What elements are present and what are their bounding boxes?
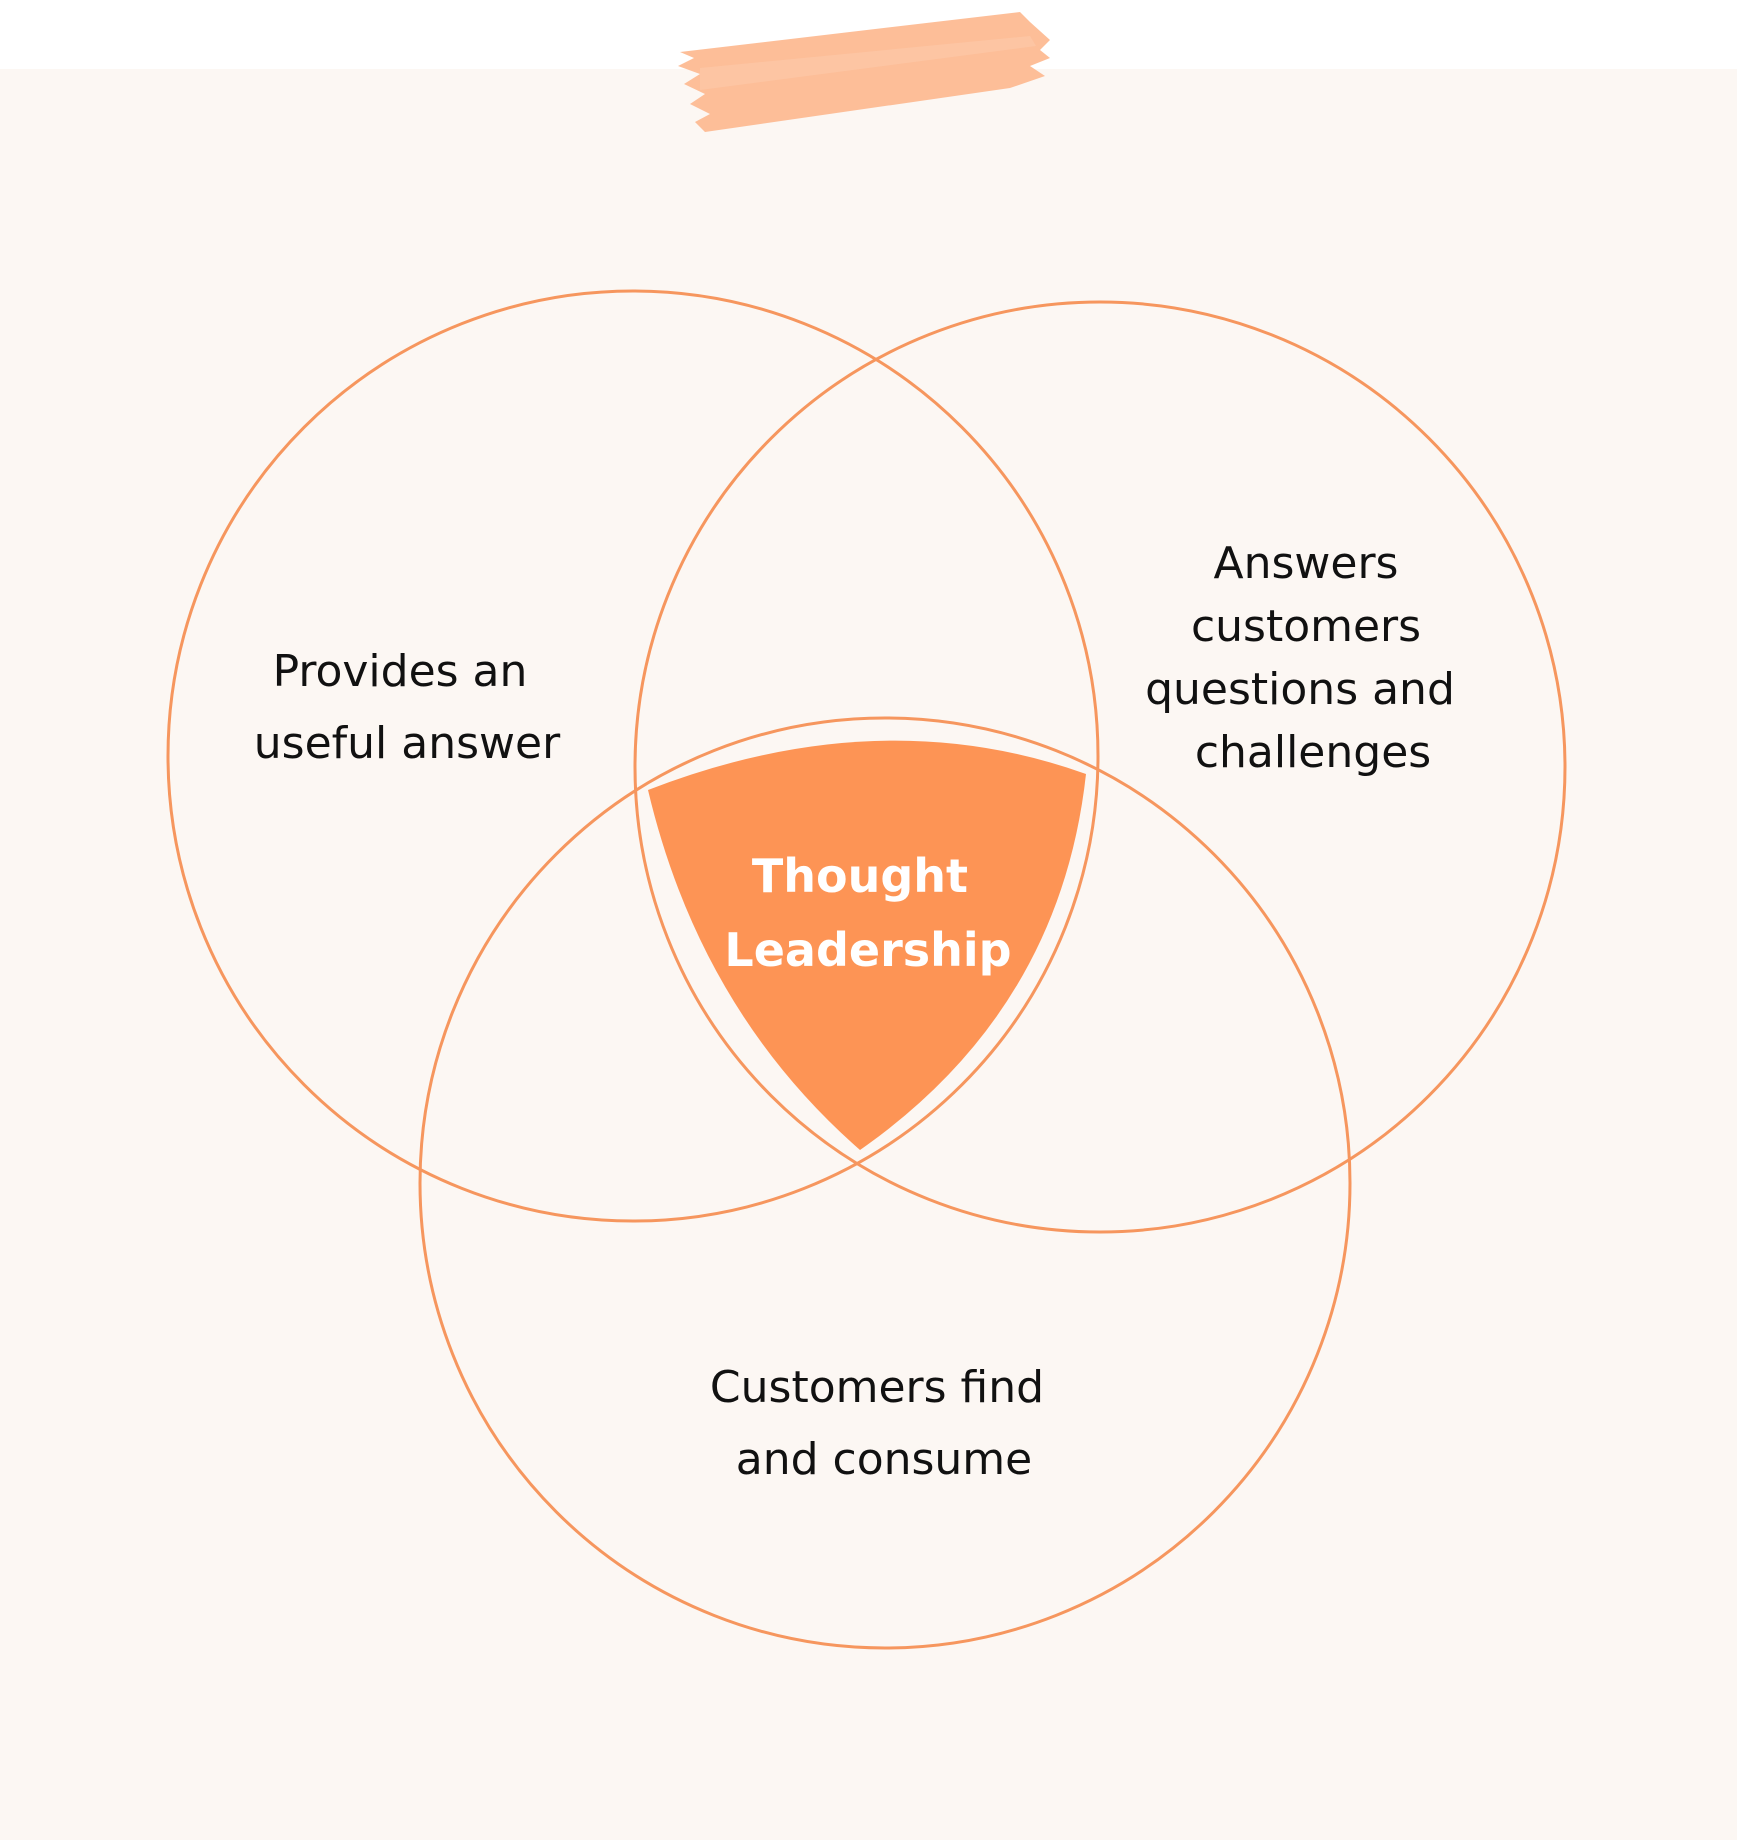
- circle-right: [633, 300, 1567, 1234]
- circle-bottom: [418, 716, 1352, 1650]
- circle-left: [166, 289, 1100, 1223]
- brush-stroke-decoration: [678, 12, 1050, 132]
- bottom-circle-label: Customers find and consume: [710, 1362, 1058, 1485]
- left-circle-label: Provides an useful answer: [254, 646, 561, 769]
- center-label: Thought Leadership: [724, 849, 1011, 977]
- thought-leadership-region: [648, 740, 1086, 1150]
- right-circle-label: Answers customers questions and challeng…: [1145, 538, 1469, 778]
